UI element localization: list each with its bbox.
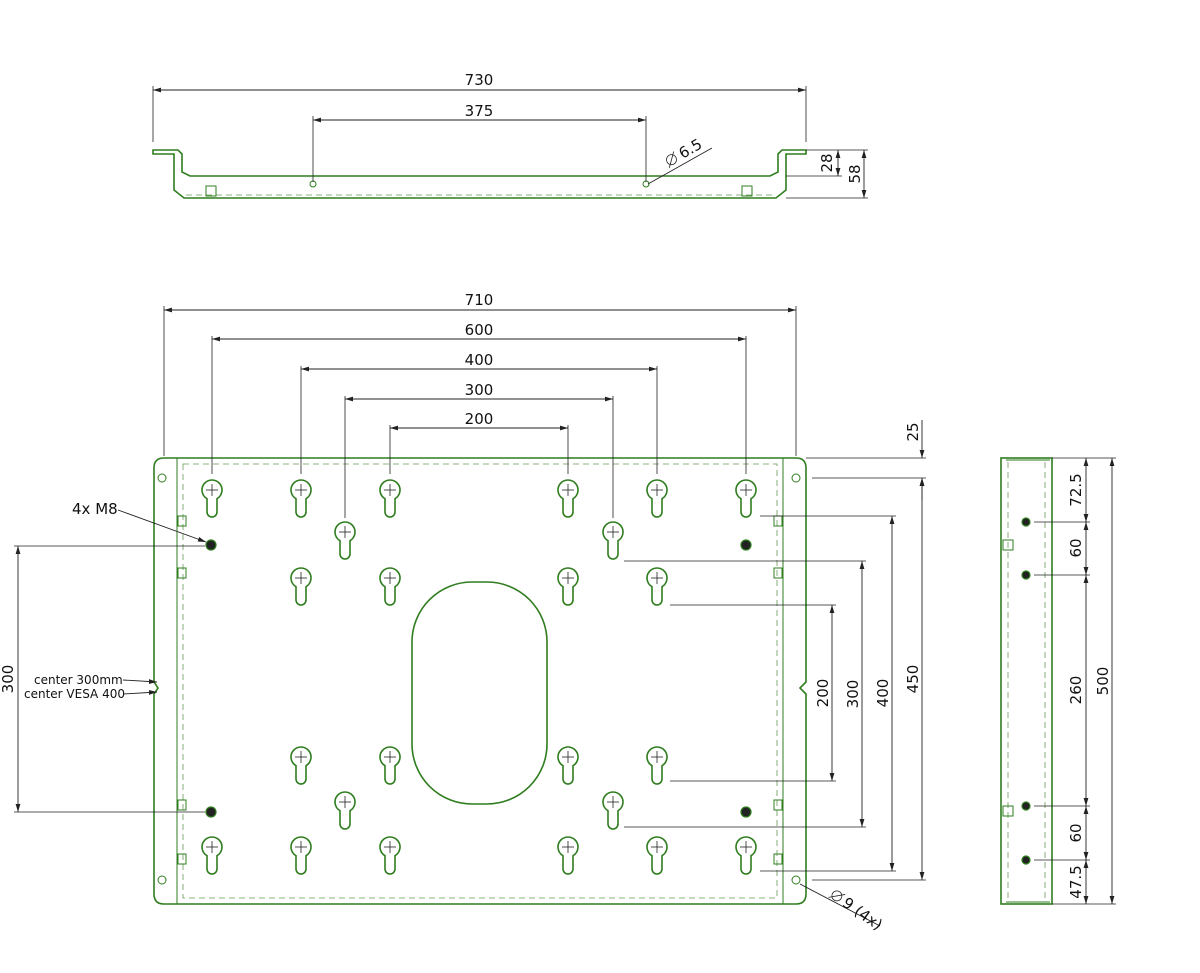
label-center-vesa: center VESA 400 <box>24 687 125 701</box>
dim-260: 260 <box>1067 676 1085 705</box>
dim-left-300: 300 <box>0 665 17 694</box>
central-cutout <box>411 581 548 805</box>
plate-hidden-outline <box>182 463 778 899</box>
keyhole-slot <box>557 836 579 875</box>
keyhole-slot <box>557 479 579 518</box>
keyhole-slot <box>602 521 624 560</box>
dim-v-200: 200 <box>814 679 832 708</box>
dim-600: 600 <box>465 321 494 339</box>
side-view: 72.5 60 260 60 47.5 500 <box>1000 457 1116 905</box>
keyhole-slot <box>290 746 312 785</box>
dim-730: 730 <box>465 71 494 89</box>
dim-200: 200 <box>465 410 494 428</box>
dim-450: 450 <box>904 665 922 694</box>
keyhole-slot <box>201 479 223 518</box>
dim-300: 300 <box>465 381 494 399</box>
dim-47-5: 47.5 <box>1067 865 1085 898</box>
keyhole-slot <box>646 479 668 518</box>
leader-6-5 <box>647 147 713 185</box>
keyhole-slot <box>735 479 757 518</box>
side-studs <box>1002 539 1014 817</box>
dim-400: 400 <box>465 351 494 369</box>
dim-v-400: 400 <box>874 679 892 708</box>
keyhole-slot <box>646 746 668 785</box>
keyhole-slot <box>290 479 312 518</box>
keyhole-slot <box>334 521 356 560</box>
dim-28: 28 <box>818 153 836 172</box>
diameter-symbol-icon <box>666 154 677 166</box>
dim-710: 710 <box>465 291 494 309</box>
leader-9 <box>799 883 881 927</box>
side-outline <box>1000 457 1053 905</box>
dim-6-5: 6.5 <box>676 135 706 163</box>
dim-25: 25 <box>904 422 922 441</box>
dim-60-bottom: 60 <box>1067 823 1085 842</box>
dim-58: 58 <box>846 164 864 183</box>
keyhole-slot <box>557 746 579 785</box>
keyhole-slot <box>334 791 356 830</box>
keyhole-slot <box>557 567 579 606</box>
profile-stud-left <box>205 185 217 197</box>
dim-375: 375 <box>465 102 494 120</box>
label-m8: 4x M8 <box>72 500 118 518</box>
keyhole-slot <box>201 836 223 875</box>
label-center-300: center 300mm <box>34 673 123 687</box>
diameter-symbol-icon-2 <box>831 890 843 902</box>
keyhole-slot <box>290 836 312 875</box>
corner-holes <box>157 473 801 885</box>
dim-72-5: 72.5 <box>1067 473 1085 506</box>
keyhole-slot <box>602 791 624 830</box>
keyhole-slot <box>379 479 401 518</box>
profile-outline <box>152 149 807 199</box>
keyhole-slot <box>379 567 401 606</box>
dim-9-4x: 9 (4x) <box>839 894 886 934</box>
dim-500: 500 <box>1094 667 1112 696</box>
keyhole-slot <box>646 836 668 875</box>
front-plan-view: 710 600 400 300 200 25 450 400 300 <box>0 291 926 934</box>
profile-stud-right <box>741 185 753 197</box>
side-nuts <box>1021 517 1031 865</box>
keyhole-slot <box>379 746 401 785</box>
plate-side-studs <box>177 515 783 865</box>
dim-60-top: 60 <box>1067 538 1085 557</box>
keyhole-slot <box>379 836 401 875</box>
m8-nuts <box>205 539 752 818</box>
keyhole-slot <box>646 567 668 606</box>
dim-v-300: 300 <box>844 680 862 709</box>
top-profile-view: 730 375 6.5 28 58 <box>152 71 868 199</box>
keyhole-slot <box>735 836 757 875</box>
plate-outline <box>153 457 807 905</box>
keyhole-slots <box>201 479 757 875</box>
keyhole-slot <box>290 567 312 606</box>
